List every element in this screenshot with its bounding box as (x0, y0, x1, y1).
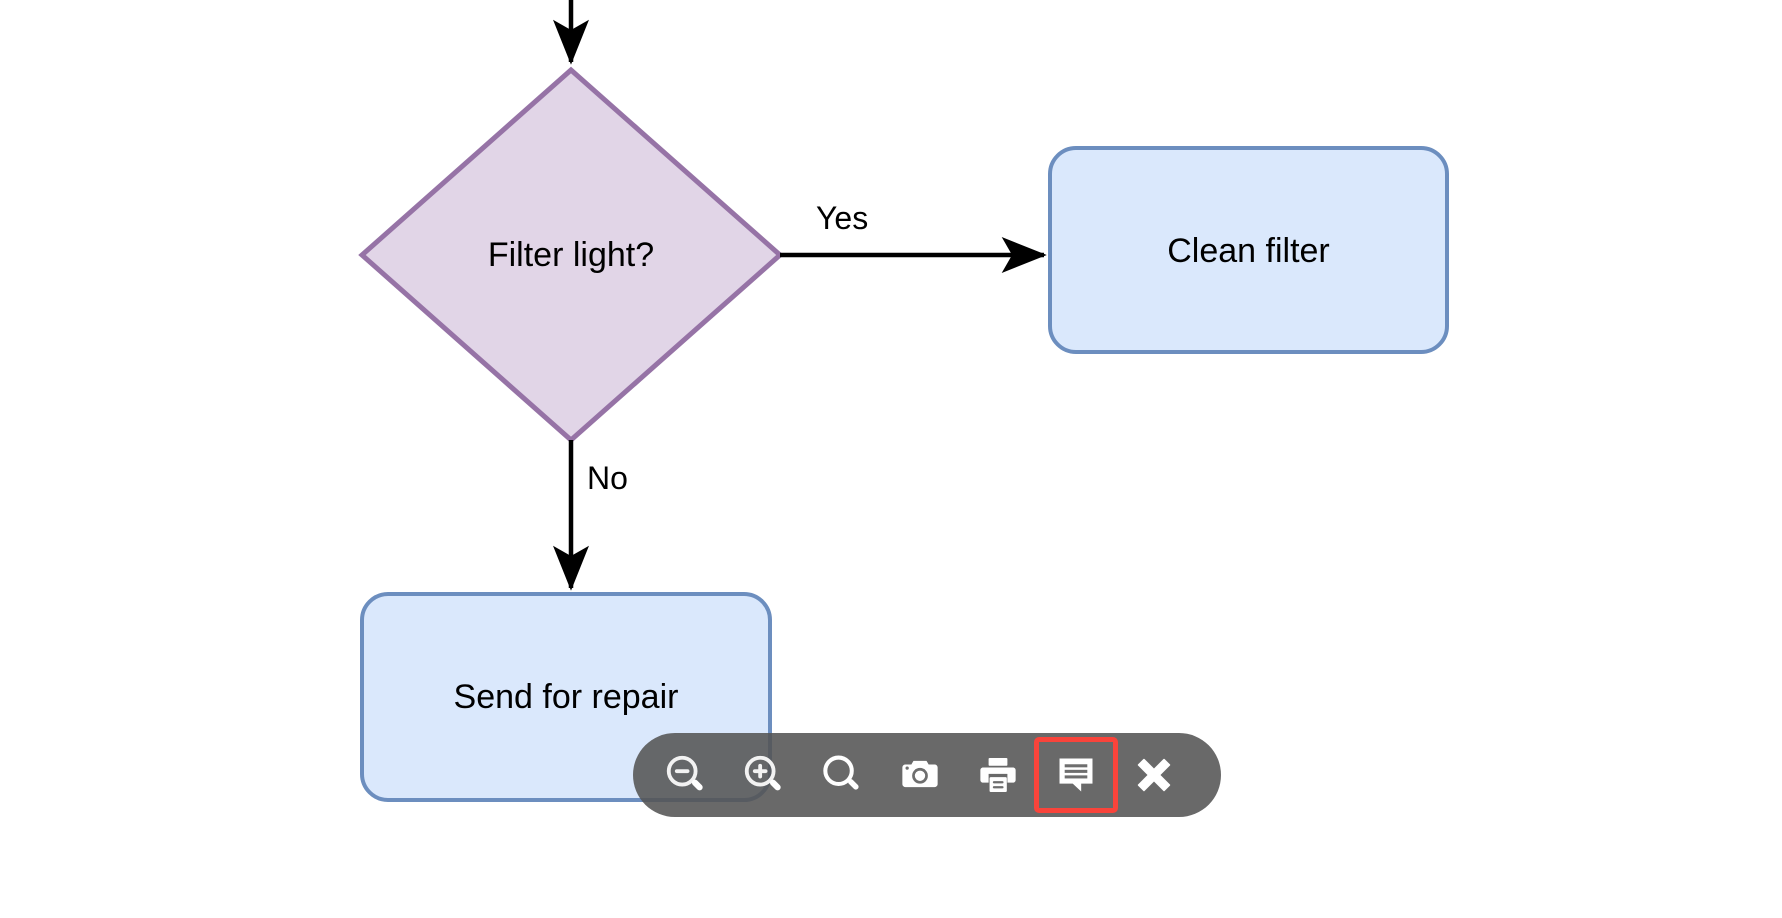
pdf-viewer-toolbar[interactable] (633, 733, 1221, 817)
close-icon (1131, 752, 1177, 798)
zoom-out-button[interactable] (647, 740, 725, 810)
decision-node-filter-light[interactable] (358, 66, 784, 444)
zoom-out-icon (663, 752, 709, 798)
camera-icon (897, 752, 943, 798)
zoom-in-icon (741, 752, 787, 798)
close-button[interactable] (1115, 740, 1193, 810)
edge-label-no: No (583, 460, 632, 497)
edge-label-yes: Yes (812, 200, 873, 237)
comment-icon (1053, 752, 1099, 798)
printer-icon (975, 752, 1021, 798)
print-button[interactable] (959, 740, 1037, 810)
comment-button[interactable] (1034, 737, 1118, 813)
search-icon (819, 752, 865, 798)
search-button[interactable] (803, 740, 881, 810)
zoom-in-button[interactable] (725, 740, 803, 810)
process-node-clean-filter[interactable] (1048, 146, 1449, 354)
snapshot-button[interactable] (881, 740, 959, 810)
